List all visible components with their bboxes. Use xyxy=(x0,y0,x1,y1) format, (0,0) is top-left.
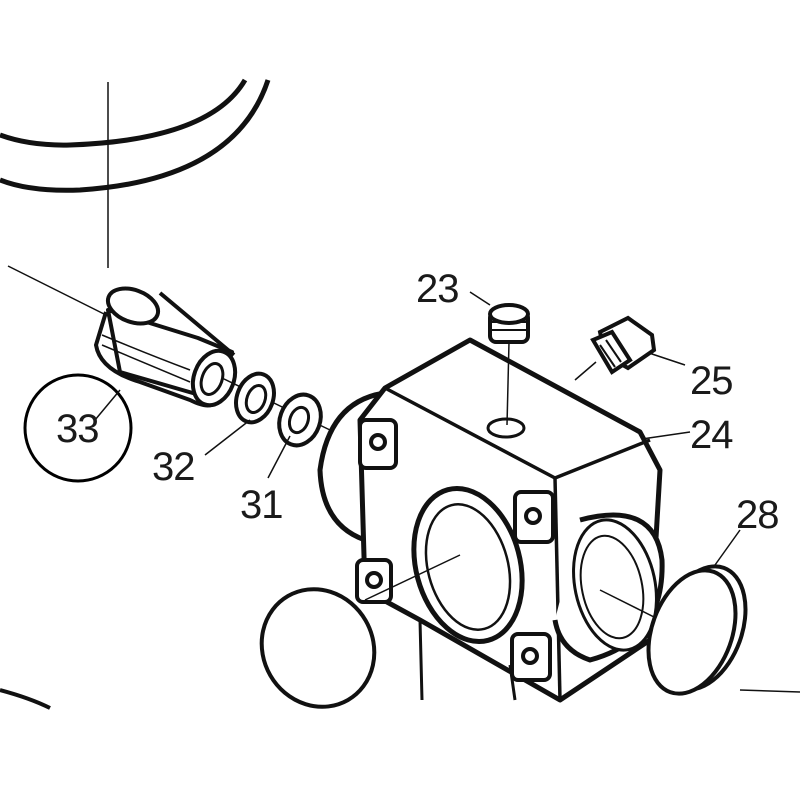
part-33-highlight-circle xyxy=(23,373,133,483)
large-ring-outline xyxy=(0,78,271,193)
housing-bolt-pads xyxy=(355,418,555,682)
part-28-cap[interactable] xyxy=(633,554,762,706)
label-28: 28 xyxy=(736,493,779,537)
part-25-plug[interactable] xyxy=(590,315,657,375)
lower-cap-partial xyxy=(259,587,377,709)
spring-axis-line xyxy=(506,341,510,426)
label-31: 31 xyxy=(240,483,283,527)
part-31-washer[interactable] xyxy=(272,389,327,452)
assembly-axis-line xyxy=(7,265,113,319)
label-24: 24 xyxy=(690,413,733,457)
label-23: 23 xyxy=(416,267,459,311)
part-33-sleeve[interactable] xyxy=(94,282,242,411)
plug-axis-line xyxy=(574,361,597,381)
part-23-spring[interactable] xyxy=(488,303,530,344)
label-25: 25 xyxy=(690,359,733,403)
lower-right-reference xyxy=(739,689,800,693)
bore-axis-line xyxy=(364,554,461,601)
part-32-washer[interactable] xyxy=(230,368,281,427)
label-33: 33 xyxy=(56,407,99,451)
part-24-housing[interactable] xyxy=(317,337,668,703)
part-labels: 33 32 31 23 25 24 28 xyxy=(56,267,780,537)
lower-left-outline xyxy=(0,688,51,710)
label-32: 32 xyxy=(152,445,195,489)
